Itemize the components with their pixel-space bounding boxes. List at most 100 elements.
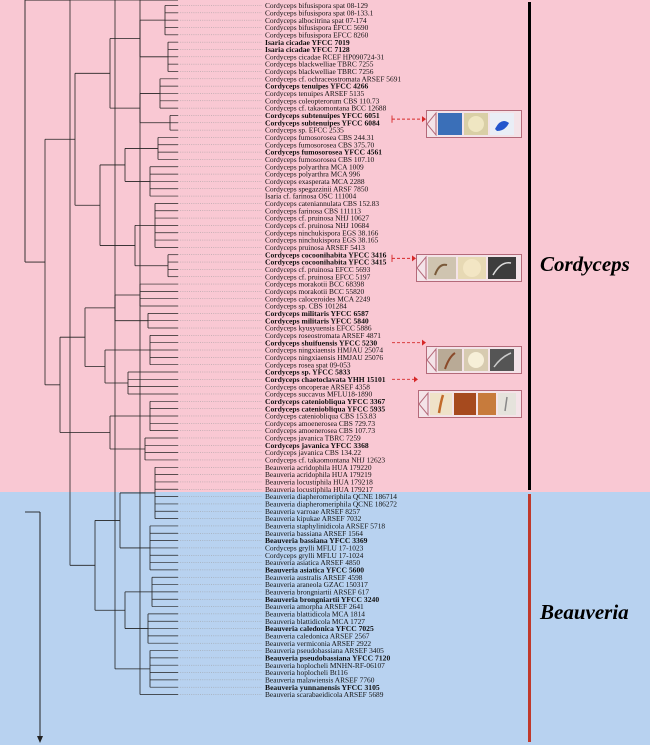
taxon-label: Cordyceps bifusispora EFCC 8260	[265, 30, 369, 39]
taxon-label: Beauveria acridophila HUA 179220	[265, 463, 372, 472]
taxon-label: Beauveria caledonica ARSEF 2567	[265, 631, 370, 640]
taxon-label: Cordyceps cf. takaomontana NHJ 12623	[265, 456, 385, 465]
specimen-photo-4c	[478, 393, 496, 415]
taxon-label: Cordyceps ningxiaensis HMJAU 25074	[265, 346, 383, 355]
taxon-label: Isaria cf. farinosa OSC 111004	[265, 192, 356, 201]
taxon-label: Cordyceps kyusyuensis EFCC 5886	[265, 324, 372, 333]
taxon-label: Cordyceps amoenerosea CBS 729.73	[265, 419, 375, 428]
taxon-label: Cordyceps oncoperae ARSEF 4358	[265, 382, 370, 391]
taxon-label: Cordyceps sp. CBS 101284	[265, 302, 347, 311]
beauveria-clade-label: Beauveria	[540, 600, 629, 624]
taxon-label: Cordyceps ninchukispora EGS 38.165	[265, 236, 379, 245]
taxon-label: Cordyceps chaetoclavata YHH 15101	[265, 375, 386, 384]
taxon-label: Beauveria blattidicola MCA 1814	[265, 609, 365, 618]
taxon-label: Beauveria bassiana ARSEF 1564	[265, 529, 363, 538]
taxon-label: Cordyceps cateniobliqua YFCC 5935	[265, 404, 385, 413]
taxon-label: Cordyceps amoenerosea CBS 107.73	[265, 426, 375, 435]
specimen-photo-inset-1	[426, 110, 522, 138]
taxon-label: Beauveria diapheromeriphila QCNE 186714	[265, 492, 397, 501]
outgroup-arrow-icon	[37, 736, 43, 743]
taxon-label: Cordyceps javanica CBS 134.22	[265, 448, 361, 457]
taxon-label: Beauveria staphylinidicola ARSEF 5718	[265, 522, 385, 531]
taxon-label: Cordyceps cateniobliqua YFCC 3367	[265, 397, 385, 406]
taxon-label: Beauveria yunnanensis YFCC 3105	[265, 683, 380, 692]
taxon-label: Cordyceps spegazzinii ARSF 7850	[265, 184, 369, 193]
taxon-label: Cordyceps farinosa CBS 111113	[265, 206, 361, 215]
taxon-label: Cordyceps polyarthra MCA 1009	[265, 162, 364, 171]
taxon-label: Beauveria kipukae ARSEF 7032	[265, 514, 362, 523]
taxon-label: Isaria cicadae YFCC 7019	[265, 38, 350, 47]
taxon-label: Cordyceps bifusispora spat 08-133.1	[265, 8, 374, 17]
taxon-label: Beauveria locustiphila HUA 179218	[265, 478, 373, 487]
taxon-label: Cordyceps morakotii BCC 68398	[265, 280, 364, 289]
taxon-label: Beauveria australis ARSEF 4598	[265, 573, 363, 582]
taxon-label: Cordyceps shuifuensis YFCC 5230	[265, 338, 377, 347]
taxon-label: Cordyceps cf. pruinosa NHJ 10684	[265, 221, 369, 230]
taxon-label: Beauveria acridophila HUA 179219	[265, 470, 372, 479]
taxon-label: Beauveria locustiphila HUA 179217	[265, 485, 373, 494]
taxon-label: Beauveria vermiconia ARSEF 2922	[265, 639, 371, 648]
taxon-label: Beauveria brongniartii ARSEF 617	[265, 588, 369, 597]
taxon-label: Beauveria bassiana YFCC 3369	[265, 536, 368, 545]
taxon-label: Cordyceps sp. EFCC 2535	[265, 126, 344, 135]
taxon-label: Beauveria caledonica YFCC 7025	[265, 624, 374, 633]
taxon-label: Cordyceps cicadae RCEF HP090724-31	[265, 52, 385, 61]
taxon-label: Beauveria amorpha ARSEF 2641	[265, 602, 364, 611]
taxon-label: Cordyceps morakotii BCC 55820	[265, 287, 364, 296]
beauveria-clade-bar	[528, 494, 531, 742]
taxon-label: Beauveria varroae ARSEF 8257	[265, 507, 360, 516]
taxon-label: Cordyceps cateniannulata CBS 152.83	[265, 199, 379, 208]
taxon-label: Cordyceps blackwelliae TBRC 7256	[265, 67, 374, 76]
taxon-label: Cordyceps roseostromata ARSEF 4871	[265, 331, 381, 340]
taxon-label: Beauveria araneola GZAC 150317	[265, 580, 368, 589]
specimen-photo-inset-3	[426, 346, 522, 374]
specimen-photo-inset-4	[418, 390, 522, 418]
taxon-label: Cordyceps cocoonihabita YFCC 3415	[265, 258, 387, 267]
taxon-label: Cordyceps cf. ochraceostromata ARSEF 569…	[265, 74, 401, 83]
taxon-label: Cordyceps albocitrina spat 07-174	[265, 16, 367, 25]
specimen-photo-inset-2	[416, 254, 522, 282]
taxon-label: Cordyceps fumosorosea YFCC 4561	[265, 148, 382, 157]
taxon-label: Beauveria hoplocheli MNHN-RF-06107	[265, 661, 385, 670]
specimen-photo-2a	[428, 257, 456, 279]
taxon-label: Beauveria diapheromeriphila QCNE 186272	[265, 500, 397, 509]
specimen-photo-3c	[490, 349, 514, 371]
taxon-label: Cordyceps exasperata MCA 2288	[265, 177, 365, 186]
taxon-label: Cordyceps subtenuipes YFCC 6051	[265, 111, 380, 120]
taxon-label: Isaria cicadae YFCC 7128	[265, 45, 350, 54]
beauveria-clade-band	[0, 492, 650, 745]
taxon-label: Beauveria asiatica ARSEF 4850	[265, 558, 360, 567]
taxon-label: Cordyceps subtenuipes YFCC 6084	[265, 118, 380, 127]
taxon-label: Beauveria pseudobassiana ARSEF 3405	[265, 646, 384, 655]
taxon-label: Cordyceps cf. pruinosa EFCC 5197	[265, 272, 371, 281]
taxon-label: Cordyceps caloceroides MCA 2249	[265, 294, 371, 303]
taxon-label: Beauveria hoplocheli Bt116	[265, 668, 348, 677]
taxon-label: Cordyceps polyarthra MCA 996	[265, 170, 360, 179]
taxon-label: Cordyceps sp. YFCC 5833	[265, 368, 351, 377]
specimen-photo-1a	[438, 113, 462, 135]
taxon-label: Cordyceps ninchukispora EGS 38.166	[265, 228, 379, 237]
taxon-label: Cordyceps cf. pruinosa NHJ 10627	[265, 214, 369, 223]
taxon-label: Cordyceps militaris YFCC 5840	[265, 316, 369, 325]
taxon-label: Beauveria pseudobassiana YFCC 7120	[265, 653, 390, 662]
taxon-label: Cordyceps cf. takaomontana BCC 12688	[265, 104, 387, 113]
taxon-label: Beauveria blattidicola MCA 1727	[265, 617, 365, 626]
taxon-label: Cordyceps cocoonihabita YFCC 3416	[265, 250, 387, 259]
taxon-label: Cordyceps grylli MFLU 17-1023	[265, 544, 364, 553]
taxon-label: Cordyceps pruinosa ARSEF 5413	[265, 243, 365, 252]
taxon-label: Cordyceps militaris YFCC 6587	[265, 309, 369, 318]
taxon-label: Cordyceps tenuipes YFCC 4266	[265, 82, 368, 91]
arrowhead-icon	[422, 116, 426, 123]
taxon-label: Cordyceps rosea spat 09-053	[265, 360, 351, 369]
taxon-label: Cordyceps cf. pruinosa EFCC 5693	[265, 265, 371, 274]
taxon-label: Cordyceps succavus MFLU18-1890	[265, 390, 372, 399]
cordyceps-clade-label: Cordyceps	[540, 252, 630, 276]
taxon-label: Cordyceps tenuipes ARSEF 5135	[265, 89, 364, 98]
cordyceps-clade-bar	[528, 2, 531, 490]
taxon-label: Cordyceps javanica TBRC 7259	[265, 434, 361, 443]
taxon-label: Cordyceps blackwelliae TBRC 7255	[265, 60, 374, 69]
arrowhead-icon	[412, 255, 416, 262]
taxon-label: Cordyceps fumosorosea CBS 375.70	[265, 140, 375, 149]
